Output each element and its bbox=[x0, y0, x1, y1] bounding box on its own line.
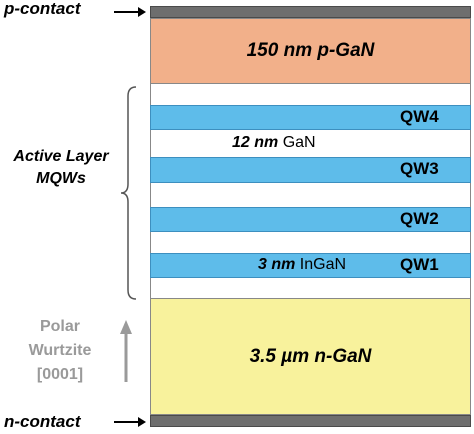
n-contact-label: n-contact bbox=[4, 412, 81, 431]
well-material: InGaN bbox=[299, 256, 347, 273]
qw3-label: QW3 bbox=[400, 159, 439, 178]
polar-label: Polar Wurtzite [0001] bbox=[20, 315, 100, 387]
quantum-well-4 bbox=[150, 105, 471, 130]
well-thickness: 3 nm bbox=[258, 256, 296, 273]
barrier-material: GaN bbox=[282, 134, 316, 151]
p-gan-thickness: 150 nm bbox=[246, 40, 313, 61]
active-layer-line2: MQWs bbox=[36, 170, 86, 187]
quantum-well-3 bbox=[150, 157, 471, 183]
well-note: 3 nm InGaN bbox=[258, 256, 346, 274]
quantum-well-2 bbox=[150, 207, 471, 232]
p-contact-label: p-contact bbox=[4, 0, 81, 18]
n-gan-material: n-GaN bbox=[314, 345, 372, 367]
active-layer-line1: Active Layer bbox=[13, 148, 109, 165]
qw4-label: QW4 bbox=[400, 107, 439, 126]
n-gan-layer: 3.5 µm n-GaN bbox=[150, 298, 471, 415]
p-contact-layer bbox=[150, 6, 471, 18]
qw1-label: QW1 bbox=[400, 255, 439, 274]
barrier-layer bbox=[150, 232, 471, 253]
barrier-layer bbox=[150, 183, 471, 207]
n-gan-thickness: 3.5 µm bbox=[249, 345, 310, 367]
quantum-well-1 bbox=[150, 253, 471, 278]
qw2-label: QW2 bbox=[400, 209, 439, 228]
barrier-layer bbox=[150, 84, 471, 105]
polar-line3: [0001] bbox=[36, 366, 84, 383]
barrier-note: 12 nm GaN bbox=[232, 134, 316, 152]
n-contact-layer bbox=[150, 415, 471, 427]
polar-line1: Polar bbox=[39, 318, 80, 335]
polar-up-arrow-icon bbox=[120, 320, 132, 382]
p-gan-layer: 150 nm p-GaN bbox=[150, 18, 471, 84]
active-layer-bracket bbox=[120, 86, 137, 300]
polar-line2: Wurtzite bbox=[28, 342, 92, 359]
active-layer-label: Active Layer MQWs bbox=[0, 146, 122, 190]
p-gan-material: p-GaN bbox=[317, 40, 375, 61]
barrier-thickness: 12 nm bbox=[232, 134, 279, 151]
barrier-layer bbox=[150, 278, 471, 298]
barrier-layer bbox=[150, 130, 471, 157]
